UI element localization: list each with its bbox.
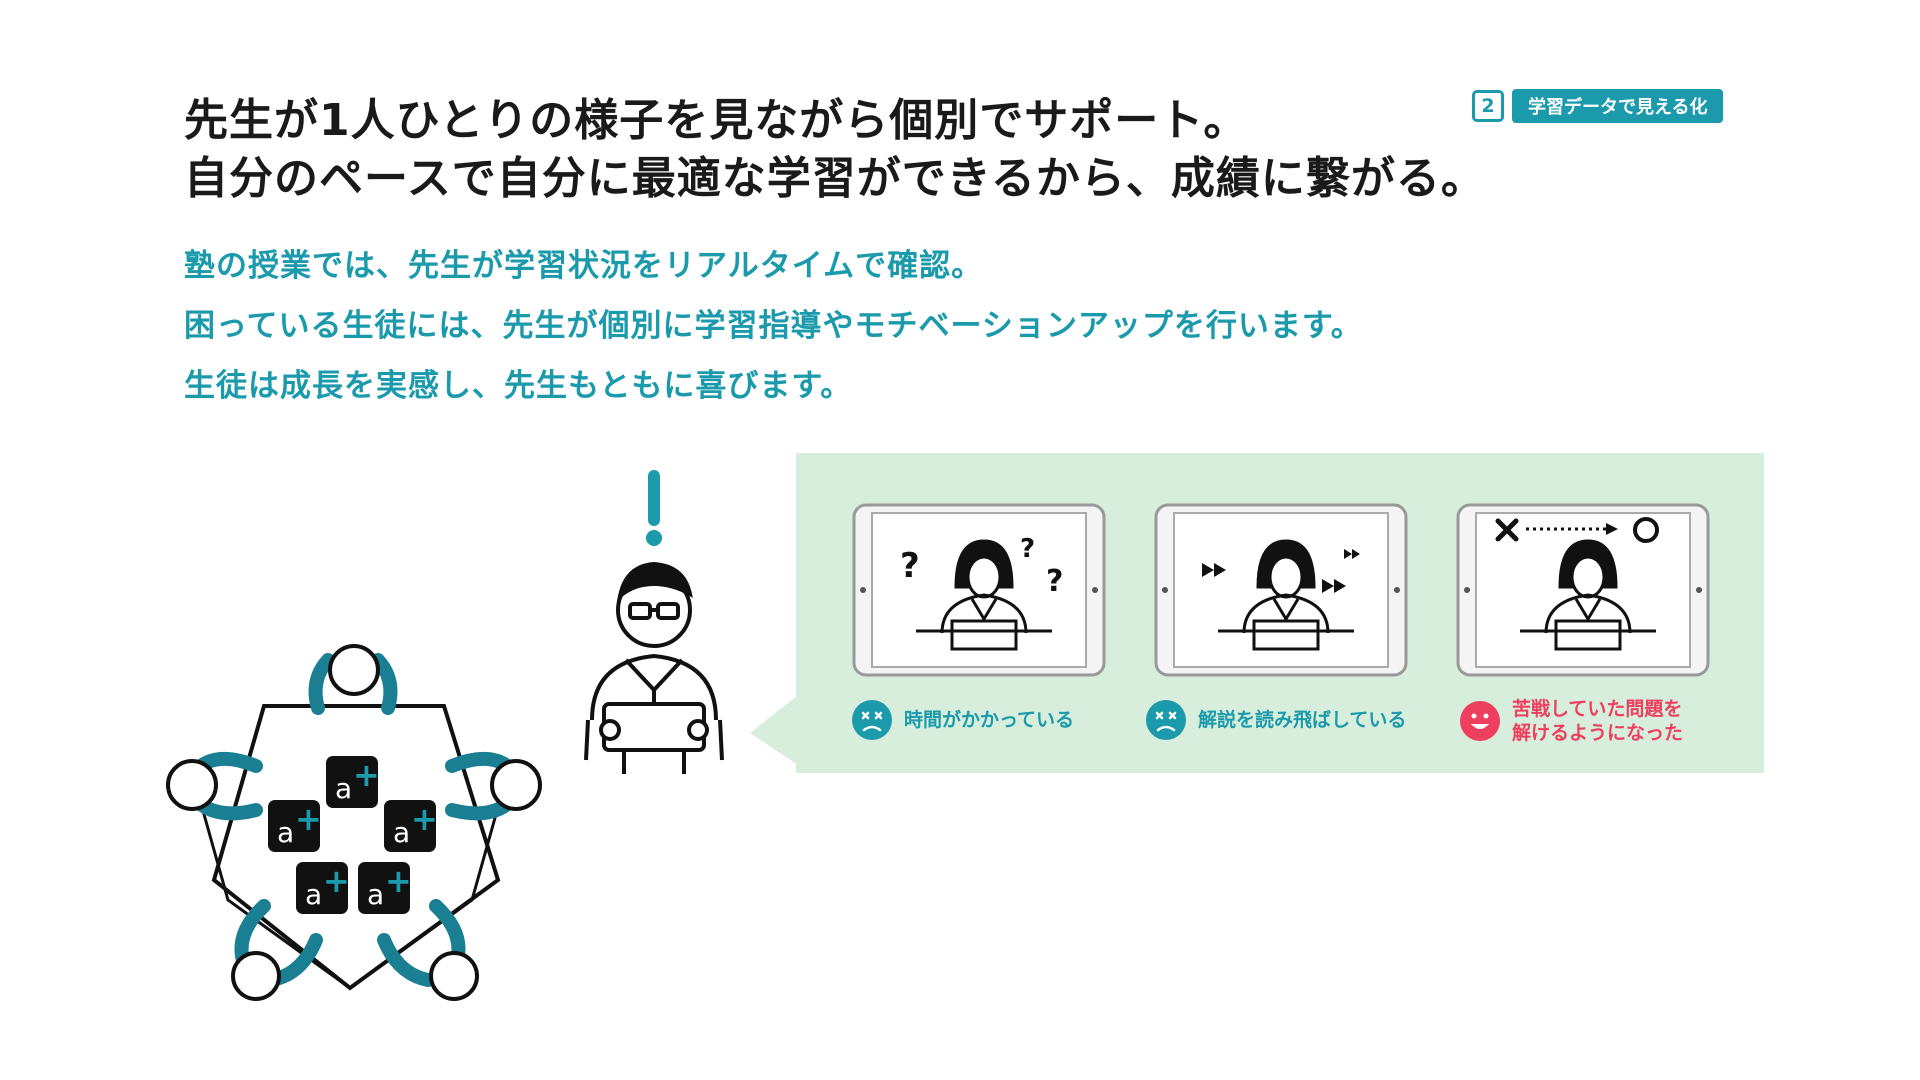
table-inner-line [198,799,502,990]
panel-pointer [750,695,798,765]
status-item: 苦戦していた問題を 解けるようになった [1460,697,1683,745]
svg-text:+: + [353,756,380,794]
exclamation-icon [646,470,662,546]
tablet-logo: a + [268,800,322,852]
tablet-logo: a + [296,862,350,914]
status-item: 時間がかかっている [852,700,1074,740]
svg-text:+: + [385,862,412,900]
svg-text:?: ? [1046,564,1063,599]
svg-text:a: a [277,816,294,849]
student-top [308,644,398,715]
circle-icon [1633,517,1659,543]
svg-text:a: a [335,772,352,805]
description-line-1: 塾の授業では、先生が学習状況をリアルタイムで確認。 [184,248,984,284]
svg-text:a: a [393,816,410,849]
tablet-student-skipping [1154,503,1408,677]
student-icon [916,539,1052,651]
fast-forward-icon [1202,549,1360,593]
badge-number: 2 [1472,90,1504,122]
svg-text:?: ? [1020,534,1035,564]
student-right [445,751,542,821]
student-icon [1520,539,1656,651]
tablet-logo: a + [326,756,380,808]
arrow-head-icon [1606,523,1618,535]
svg-text:a: a [305,878,322,911]
tablet-logo: a + [358,862,412,914]
cross-icon [1495,518,1519,542]
status-text-block: 苦戦していた問題を 解けるようになった [1512,697,1683,745]
status-text: 解けるようになった [1512,722,1684,744]
description-line-3: 生徒は成長を実感し、先生もともに喜びます。 [184,368,853,404]
student-bottom-right [377,899,479,1001]
tablet-student-solved [1456,503,1710,677]
smile-face-icon [1460,701,1500,741]
title-line-2: 自分のペースで自分に最適な学習ができるから、成績に繋がる。 [184,153,1486,204]
status-text: 解説を読み飛ばしている [1198,709,1407,731]
tablet-student-confused: ? ? ? [852,503,1106,677]
svg-text:?: ? [900,546,920,586]
title-line-1: 先生が1人ひとりの様子を見ながら個別でサポート。 [184,95,1249,146]
description-line-2: 困っている生徒には、先生が個別に学習指導やモチベーションアップを行います。 [184,308,1363,344]
tablet-logo: a + [384,800,438,852]
section-badge: 2 学習データで見える化 [1472,88,1724,124]
page-title: 先生が1人ひとりの様子を見ながら個別でサポート。 自分のペースで自分に最適な学習… [184,92,1486,208]
student-icon [1218,539,1354,651]
status-text: 時間がかかっている [904,709,1075,731]
svg-text:+: + [323,862,350,900]
description: 塾の授業では、先生が学習状況をリアルタイムで確認。 困っている生徒には、先生が個… [184,236,1363,416]
svg-text:a: a [367,878,384,911]
dizzy-face-icon [852,700,892,740]
status-item: 解説を読み飛ばしている [1146,700,1406,740]
status-text: 苦戦していた問題を [1512,698,1683,720]
student-bottom-left [231,899,323,1001]
svg-text:+: + [295,800,322,838]
dizzy-face-icon [1146,700,1186,740]
badge-label: 学習データで見える化 [1512,89,1724,123]
student-left [166,751,263,821]
svg-text:+: + [411,800,438,838]
teacher-figure [584,561,724,774]
